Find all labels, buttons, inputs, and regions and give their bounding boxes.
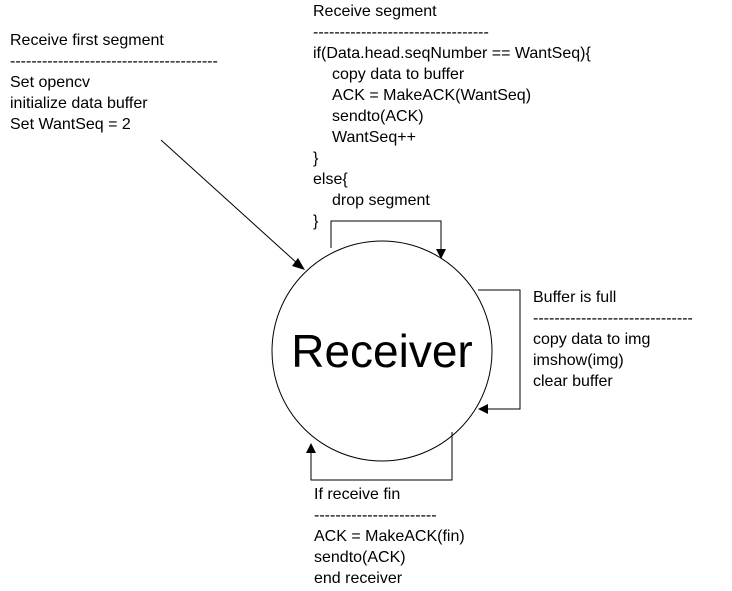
receive-segment-line: if(Data.head.seqNumber == WantSeq){ [313,45,591,62]
buffer-full-loop-path [478,289,521,410]
receive-fin-line: end receiver [314,570,403,587]
receive-segment-divider: --------------------------------- [313,24,489,41]
receive-segment-line: sendto(ACK) [332,108,424,125]
receive-fin-line: sendto(ACK) [314,549,406,566]
first-segment-title: Receive first segment [10,32,164,49]
first-segment-line: initialize data buffer [10,95,148,112]
receive-fin-line: ACK = MakeACK(fin) [314,528,465,545]
note-receive-segment: Receive segment ------------------------… [313,3,591,230]
receive-segment-title: Receive segment [313,3,437,20]
first-segment-line: Set WantSeq = 2 [10,116,131,133]
receiver-circle [271,240,493,462]
self-loop-receive-fin [306,432,453,481]
buffer-full-line: copy data to img [533,331,650,348]
receive-fin-loop-path [310,432,453,481]
receive-fin-title: If receive fin [314,486,400,503]
buffer-full-divider: ------------------------------ [533,310,693,327]
receive-segment-line: } [313,150,319,167]
buffer-full-loop-head [478,404,488,414]
first-segment-line: Set opencv [10,74,90,91]
receive-segment-line: WantSeq++ [332,129,416,146]
initial-transition-arrow [160,139,305,270]
receive-segment-line: else{ [313,171,348,188]
receive-segment-line: ACK = MakeACK(WantSeq) [332,87,531,104]
receive-segment-loop-path [330,220,442,251]
self-loop-receive-segment [330,220,446,259]
buffer-full-line: imshow(img) [533,352,624,369]
initial-arrow-line [160,139,299,265]
note-first-segment: Receive first segment ------------------… [10,32,218,133]
receive-fin-loop-head [306,443,316,453]
buffer-full-line: clear buffer [533,373,613,390]
first-segment-divider: --------------------------------------- [10,53,218,70]
receive-segment-line: drop segment [332,192,430,209]
receiver-label: Receiver [291,325,473,377]
receive-segment-loop-head [436,249,446,259]
receive-segment-line: } [313,213,319,230]
receive-fin-divider: ----------------------- [314,507,437,524]
self-loop-buffer-full [478,289,521,414]
note-receive-fin: If receive fin ----------------------- A… [314,486,465,587]
initial-arrow-head [292,258,305,270]
receiver-state[interactable]: Receiver [271,240,493,462]
buffer-full-title: Buffer is full [533,289,616,306]
receive-segment-line: copy data to buffer [332,66,465,83]
note-buffer-full: Buffer is full -------------------------… [533,289,693,390]
